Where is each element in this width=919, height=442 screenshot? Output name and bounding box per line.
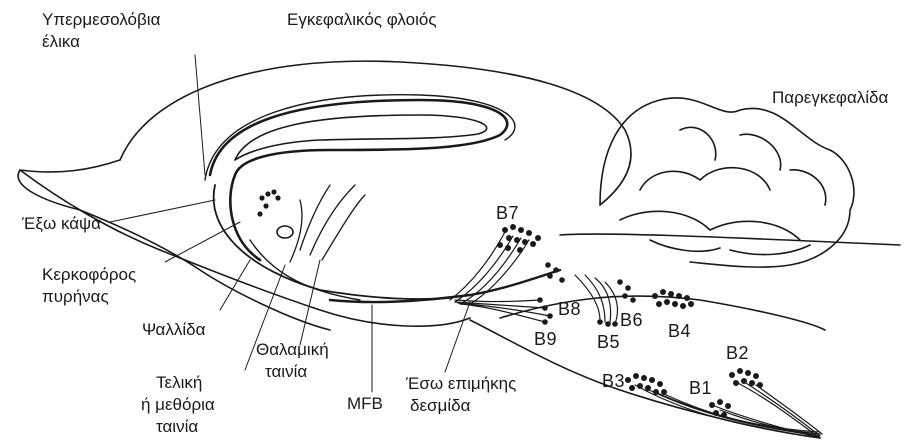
cortex-outline [120, 61, 631, 205]
cortex-label: Εγκεφαλικός φλοιός [287, 10, 437, 29]
mfb-tract [330, 270, 560, 302]
b2-label: B2 [726, 344, 749, 363]
brainstem-upper [500, 296, 825, 330]
b7-label: B7 [496, 204, 519, 223]
b6-label: B6 [620, 311, 643, 330]
b3-dots [625, 373, 667, 395]
cerebellum-label: Παρεγκεφαλίδα [772, 88, 888, 107]
b1-fibers [712, 405, 820, 438]
cingulum-label-1: Υπερμεσολόβια [42, 10, 160, 29]
b1-label: B1 [689, 379, 712, 398]
b4-dots [652, 289, 694, 309]
caudate-label-2: πυρήνας [42, 287, 109, 306]
fornix-tract [214, 185, 450, 299]
b8-label: B8 [558, 300, 581, 319]
stria-terminalis-label-1: Τελική [156, 373, 202, 392]
stria-fibers [290, 185, 365, 262]
cerebellum-folia-2 [620, 211, 800, 240]
caudate-dots [257, 189, 280, 216]
caudate-label-1: Κερκοφόρος [42, 265, 136, 284]
stria-terminalis-label-2: ή μεθόρια [141, 395, 215, 414]
stria-terminalis-label-3: ταινία [156, 417, 198, 436]
external-capsule-label: Έξω κάψα [22, 214, 101, 233]
b4-label: B4 [668, 322, 691, 341]
cingulum-tract [210, 100, 507, 260]
dlf-label-1: Έσω επιμήκης [406, 374, 516, 393]
anterior-commissure [277, 226, 293, 238]
b5-label: B5 [597, 333, 620, 352]
fornix-label: Ψαλλίδα [142, 320, 205, 339]
cerebellum-folia-4 [650, 240, 810, 255]
b2-dots [729, 368, 763, 388]
mfb-label: MFB [347, 394, 383, 413]
b7-dots [497, 224, 541, 253]
cingulum-label-2: έλικα [42, 32, 80, 51]
b3-label: B3 [602, 372, 625, 391]
stria-medullaris-label-1: Θαλαμική [256, 340, 329, 359]
cerebellum-folia-3 [680, 127, 826, 205]
cerebellum-folia-1 [640, 168, 770, 190]
b9-label: B9 [534, 330, 557, 349]
cingulum-tract-2 [205, 95, 515, 180]
midbrain-roof [560, 234, 900, 245]
stria-medullaris-label-2: ταινία [265, 362, 307, 381]
dlf-label-2: δεσμίδα [410, 396, 470, 415]
b8-dots [545, 262, 565, 283]
